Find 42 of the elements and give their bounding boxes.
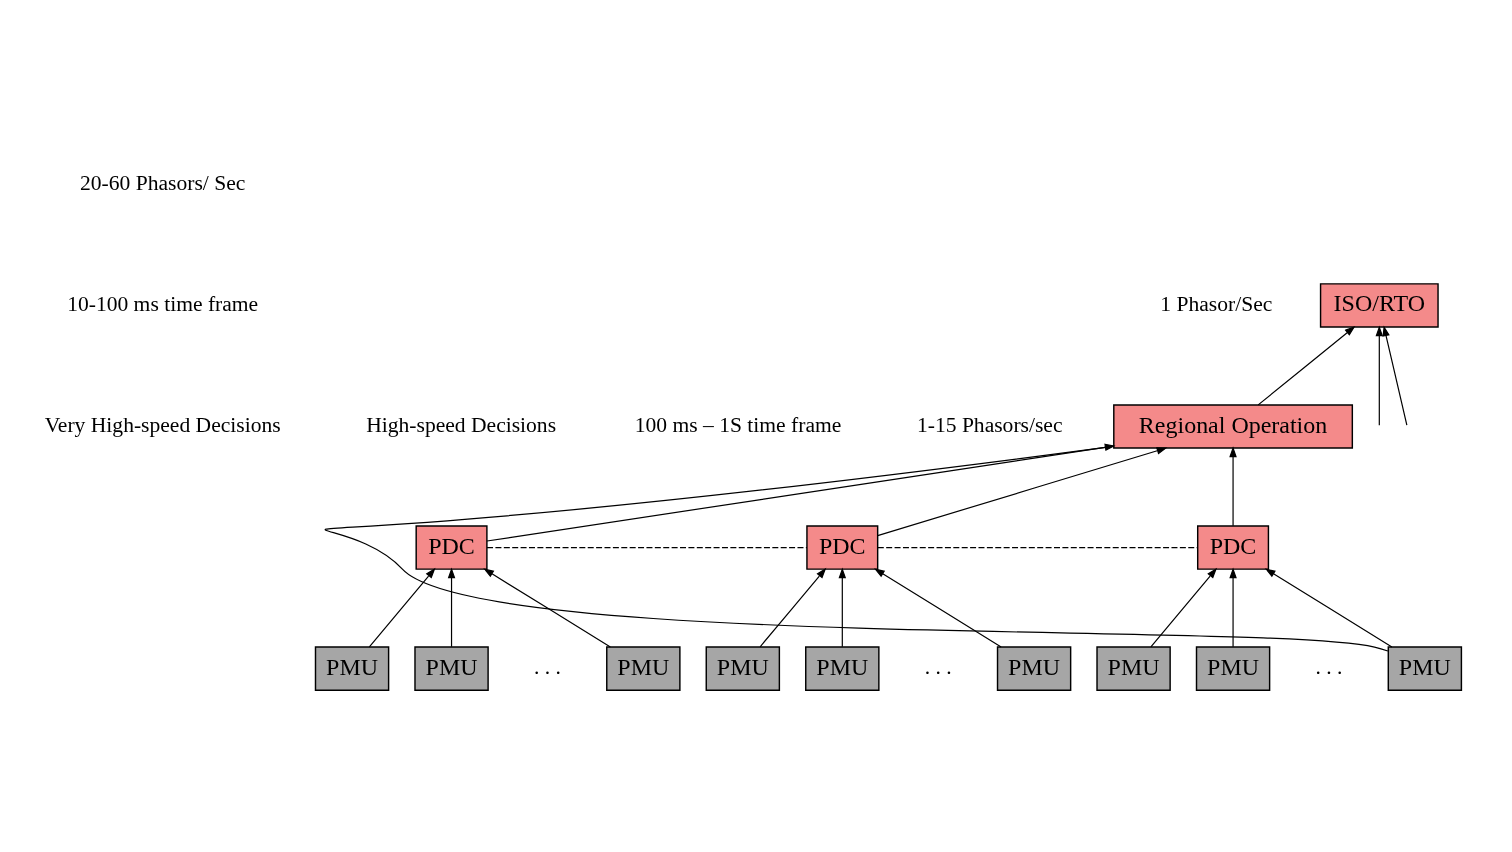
arrow [1257,325,1356,405]
arrow [368,567,436,647]
label: 10-100 ms time frame [67,291,259,316]
node-box: PMU [606,645,681,691]
arrow [486,443,1116,542]
arrow [483,567,611,648]
label: . . . [924,654,952,679]
label: . . . [533,654,561,679]
node-box: PMU [1096,645,1171,691]
node-box: PMU [314,645,390,691]
node-box: Regional Operation [1113,403,1354,449]
label: Very High-speed Decisions [44,412,281,437]
node-box: PMU [1387,645,1463,691]
label: 100 ms – 1S time frame [634,412,842,437]
node-box: PDC [415,524,488,570]
node-box: PMU [1195,645,1271,691]
node-box: PDC [1197,524,1270,570]
label: High-speed Decisions [366,412,557,437]
connector [877,546,1199,548]
arrow [1375,324,1390,426]
node-box: PDC [806,524,879,570]
arrow [1264,567,1393,648]
node-box: PMU [805,645,880,691]
arrow [1229,445,1237,526]
arrow [1375,324,1408,426]
arrow [838,566,847,647]
node-box: PMU [414,645,489,691]
label: 20-60 Phasors/ Sec [80,170,246,195]
arrow [1229,566,1237,647]
arrow [873,567,1002,648]
node-box: PMU [705,645,781,691]
arrow [1150,567,1218,647]
arrow [447,566,456,647]
label: 1-15 Phasors/sec [916,412,1063,437]
arrow [877,446,1168,536]
node-box: ISO/RTO [1319,282,1439,328]
label: . . . [1315,654,1343,679]
connector [486,546,808,548]
connector [325,445,1389,652]
node-box: PMU [996,645,1072,691]
label: 1 Phasor/Sec [1160,291,1273,316]
arrow [759,567,827,647]
